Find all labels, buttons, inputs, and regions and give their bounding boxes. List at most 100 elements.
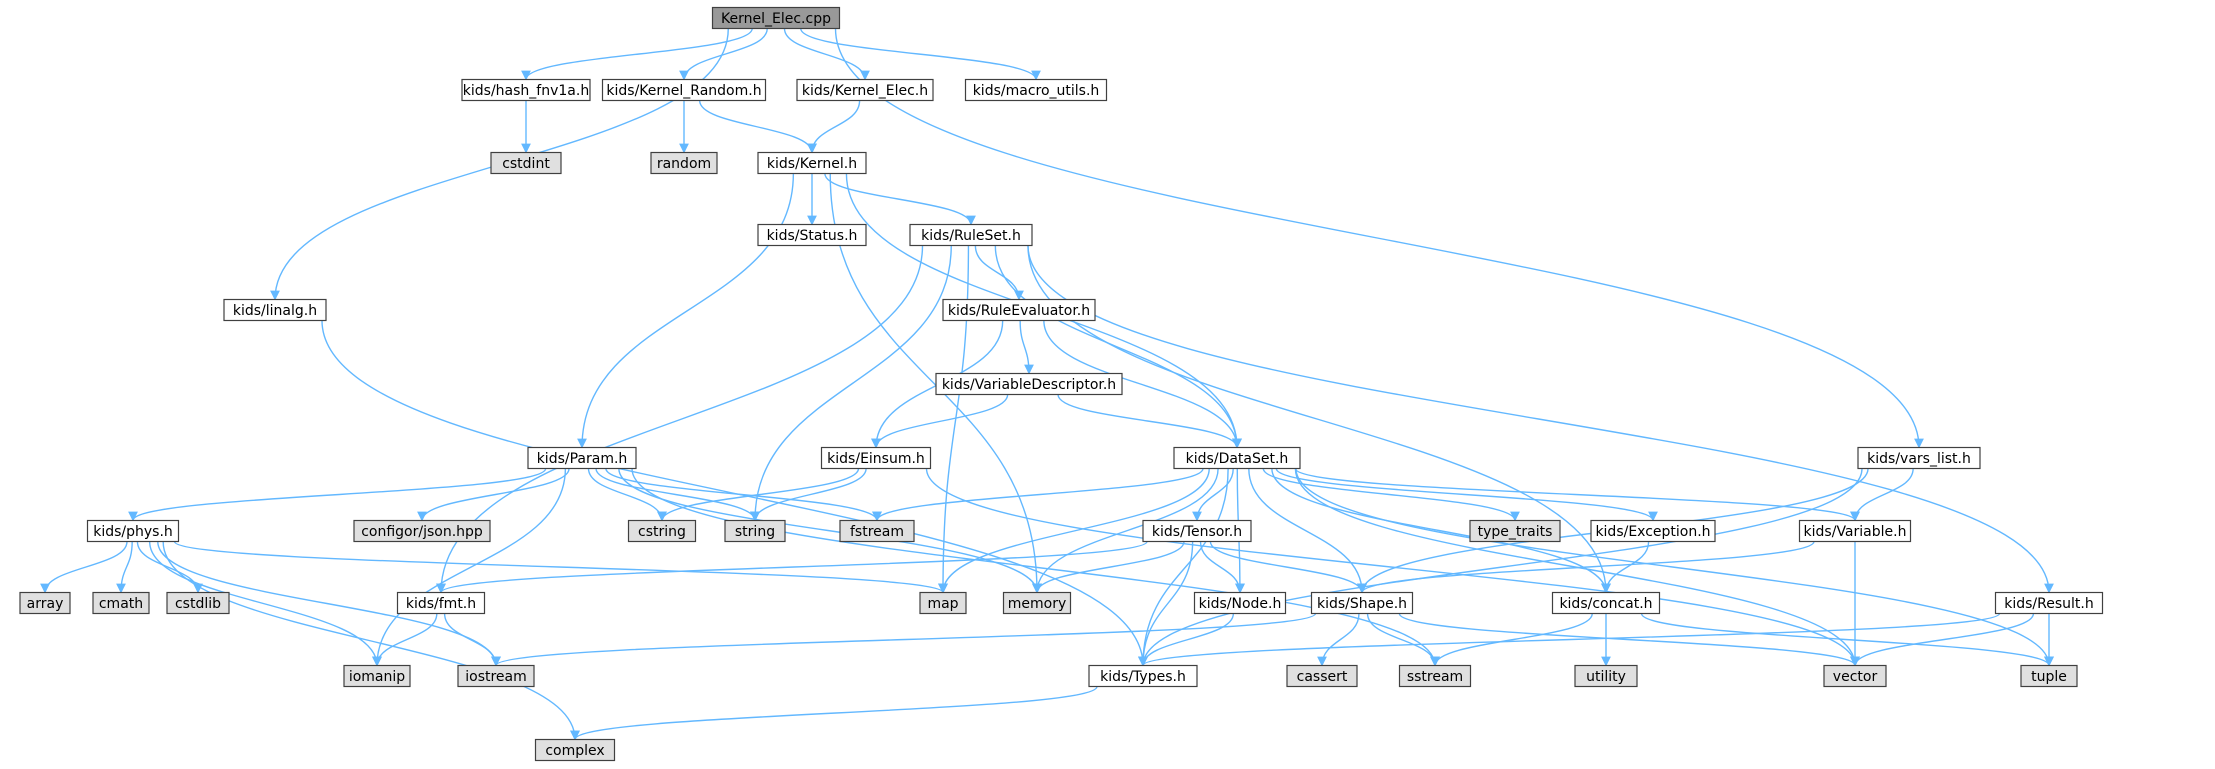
node-label: kids/Node.h — [1199, 596, 1282, 612]
edge-dataset-to-map — [938, 468, 1210, 594]
node-label: cstring — [638, 524, 686, 540]
edge-dataset-to-exception — [1275, 468, 1658, 522]
edge-ruleset-to-ruleeval — [974, 245, 1024, 301]
node-node[interactable]: kids/Node.h — [1193, 591, 1287, 615]
node-box — [820, 446, 932, 470]
node-ruleset[interactable]: kids/RuleSet.h — [909, 223, 1033, 247]
node-variable[interactable]: kids/Variable.h — [1798, 519, 1912, 543]
edge-shape-to-iostream — [491, 612, 1317, 667]
node-krand[interactable]: kids/Kernel_Random.h — [601, 78, 767, 102]
edge-root-to-varslist — [834, 28, 1924, 449]
node-box — [1088, 664, 1198, 688]
edge-param-to-cstring — [587, 468, 667, 522]
edge-kernel-to-ruleset — [824, 173, 976, 226]
edge-shape-to-vector — [1398, 612, 1860, 667]
node-cmath: cmath — [92, 591, 150, 615]
edge-vardesc-to-einsum — [871, 394, 1009, 449]
edge-param-to-json — [417, 468, 570, 522]
node-status[interactable]: kids/Status.h — [757, 223, 867, 247]
node-string: string — [724, 519, 786, 543]
node-phys[interactable]: kids/phys.h — [86, 519, 180, 543]
edge-krand-to-kernel — [698, 100, 817, 154]
node-box — [1002, 591, 1072, 615]
edge-param-to-phys — [128, 468, 547, 522]
node-label: utility — [1586, 669, 1626, 685]
node-linalg[interactable]: kids/linalg.h — [223, 298, 327, 322]
node-label: kids/phys.h — [93, 524, 173, 540]
edge-concat-to-tuple — [1640, 613, 2054, 667]
node-box — [757, 223, 867, 247]
node-shape[interactable]: kids/Shape.h — [1310, 591, 1414, 615]
node-iostream: iostream — [457, 664, 535, 688]
edge-dataset-to-tensor — [1192, 468, 1234, 522]
node-box — [935, 372, 1123, 396]
node-label: kids/Exception.h — [1595, 524, 1710, 540]
node-label: kids/DataSet.h — [1186, 451, 1289, 467]
node-label: configor/json.hpp — [361, 524, 483, 540]
node-array: array — [19, 591, 71, 615]
edge-dataset-to-variable — [1294, 467, 1860, 522]
node-root[interactable]: Kernel_Elec.cpp — [711, 6, 841, 30]
node-box — [223, 298, 327, 322]
node-kelec[interactable]: kids/Kernel_Elec.h — [796, 78, 934, 102]
edge-kernel-to-memory — [829, 173, 1042, 594]
edge-param-to-fstream — [605, 468, 882, 522]
node-box — [964, 78, 1108, 102]
node-box — [86, 519, 180, 543]
edge-dataset-to-vector — [1294, 468, 1860, 667]
edge-einsum-to-cstring — [657, 468, 860, 522]
node-box — [1286, 664, 1358, 688]
node-label: kids/hash_fnv1a.h — [463, 83, 589, 99]
node-box — [396, 591, 486, 615]
node-cstdint: cstdint — [490, 151, 562, 175]
node-box — [166, 591, 230, 615]
node-label: vector — [1833, 669, 1878, 685]
node-vardesc[interactable]: kids/VariableDescriptor.h — [935, 372, 1123, 396]
node-memory: memory — [1002, 591, 1072, 615]
edge-node-to-types — [1138, 613, 1235, 667]
node-typetraits: type_traits — [1469, 519, 1561, 543]
node-label: map — [927, 596, 958, 612]
edge-ruleset-to-string — [750, 245, 952, 522]
edge-dataset-to-types — [1138, 468, 1229, 667]
node-label: sstream — [1407, 669, 1463, 685]
node-macro[interactable]: kids/macro_utils.h — [964, 78, 1108, 102]
node-label: kids/Variable.h — [1804, 524, 1907, 540]
node-label: kids/Result.h — [2004, 596, 2093, 612]
edge-root-to-krand — [679, 28, 768, 81]
node-box — [457, 664, 535, 688]
node-label: kids/Tensor.h — [1152, 524, 1242, 540]
node-types[interactable]: kids/Types.h — [1088, 664, 1198, 688]
node-dataset[interactable]: kids/DataSet.h — [1173, 446, 1301, 470]
node-json: configor/json.hpp — [353, 519, 491, 543]
node-label: kids/linalg.h — [233, 303, 317, 319]
node-box — [1994, 591, 2104, 615]
node-box — [490, 151, 562, 175]
node-hash[interactable]: kids/hash_fnv1a.h — [461, 78, 591, 102]
node-result[interactable]: kids/Result.h — [1994, 591, 2104, 615]
node-label: kids/concat.h — [1559, 596, 1652, 612]
node-label: cstdlib — [175, 596, 221, 612]
node-label: array — [27, 596, 64, 612]
node-fmt[interactable]: kids/fmt.h — [396, 591, 486, 615]
edge-dataset-to-fstream — [872, 468, 1204, 522]
node-exception[interactable]: kids/Exception.h — [1590, 519, 1716, 543]
node-label: kids/RuleSet.h — [921, 228, 1021, 244]
node-box — [1142, 519, 1252, 543]
node-box — [1469, 519, 1561, 543]
node-einsum[interactable]: kids/Einsum.h — [820, 446, 932, 470]
edge-shape-to-sstream — [1366, 613, 1440, 667]
node-varslist[interactable]: kids/vars_list.h — [1857, 446, 1981, 470]
node-kernel[interactable]: kids/Kernel.h — [757, 151, 867, 175]
node-ruleeval[interactable]: kids/RuleEvaluator.h — [942, 298, 1096, 322]
node-concat[interactable]: kids/concat.h — [1551, 591, 1661, 615]
edge-phys-to-map — [173, 540, 948, 594]
node-box — [1574, 664, 1638, 688]
node-label: fstream — [850, 524, 904, 540]
node-sstream: sstream — [1398, 664, 1472, 688]
node-fstream: fstream — [839, 519, 915, 543]
node-param[interactable]: kids/Param.h — [527, 446, 637, 470]
node-tensor[interactable]: kids/Tensor.h — [1142, 519, 1252, 543]
node-label: kids/Kernel_Random.h — [606, 83, 761, 99]
